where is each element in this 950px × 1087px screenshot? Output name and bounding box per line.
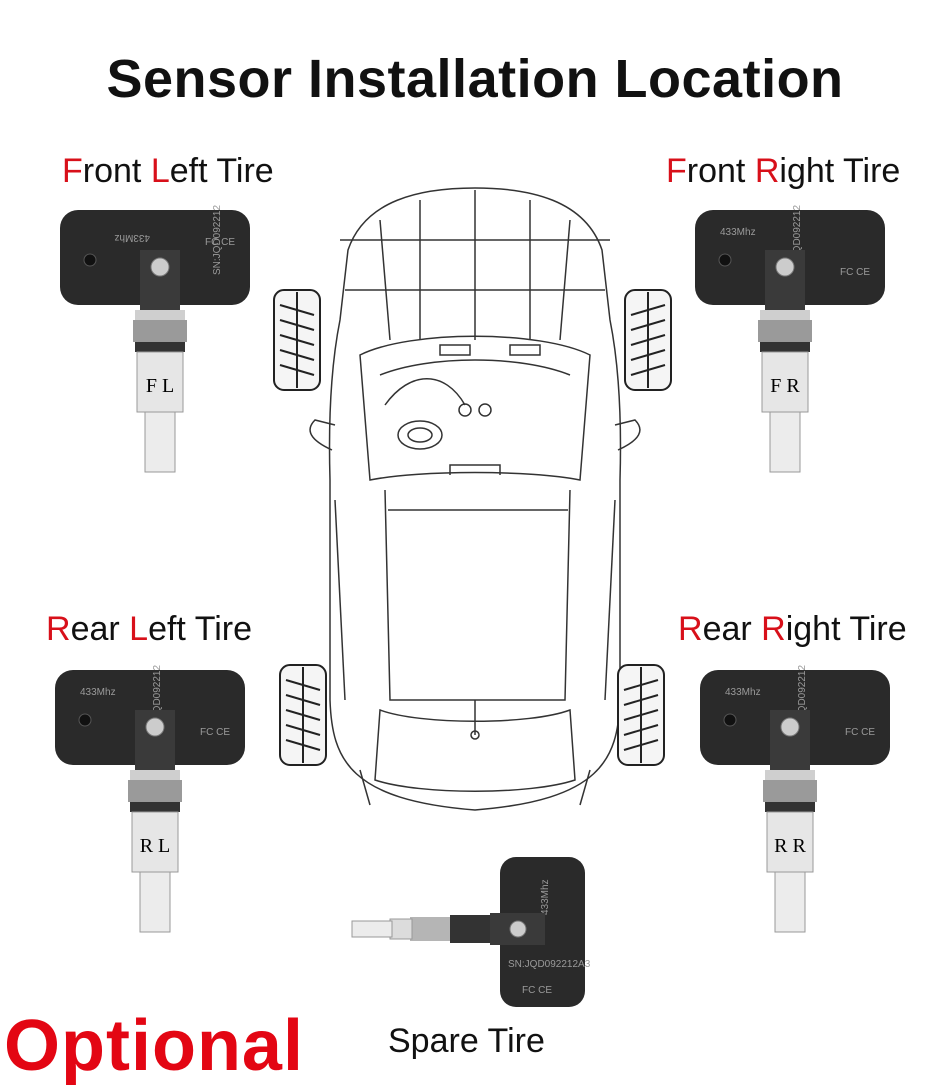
rear-right-sensor: 433Mhz SN:JQD092212A3V FC CE R R [700,665,890,933]
optional-label: Optional [4,1006,304,1086]
front-right-label-h1: F [666,152,687,190]
fr-serial-text: SN:JQD092212A3V [792,205,803,275]
fl-serial-text: SN:JQD092212A3V [212,205,223,275]
fr-valve-code: F R [770,375,800,397]
spare-serial-text: SN:JQD092212A3V [508,959,590,970]
rr-valve-code: R R [774,835,806,857]
spare-tire-label: Spare Tire [388,1022,545,1060]
rear-right-label-h1: R [678,610,703,648]
rl-valve-code: R L [140,835,171,857]
page-title: Sensor Installation Location [106,49,844,109]
rear-left-sensor: 433Mhz SN:JQD092212A3V FC CE R L [55,665,245,933]
car-tires [273,289,672,766]
front-right-label-t1: ront [686,152,755,190]
rl-frequency-text: 433Mhz [80,687,116,698]
rear-right-label-h2: R [761,610,786,648]
fr-marks-text: FC CE [840,267,870,278]
tire-rear-right [617,664,665,766]
front-right-label: Front Right Tire [666,152,900,191]
rl-marks-text: FC CE [200,727,230,738]
fl-valve-code: F L [146,375,174,397]
front-right-label-t2: ight Tire [779,152,901,190]
rear-right-label: Rear Right Tire [678,610,907,649]
fl-frequency-text: 433Mhz [114,232,150,243]
rr-frequency-text: 433Mhz [725,687,761,698]
front-left-label-h2: L [150,152,170,190]
front-left-label-t2: eft Tire [169,152,274,190]
front-left-label-h1: F [62,152,83,190]
rear-left-label-t1: ear [70,610,130,648]
fr-frequency-text: 433Mhz [720,227,756,238]
rear-left-label-h2: L [129,610,149,648]
rl-serial-text: SN:JQD092212A3V [152,665,163,735]
spare-sensor: 433Mhz SN:JQD092212A3V FC CE [351,857,590,1007]
front-left-label: Front Left Tire [62,152,274,191]
tire-rear-left [279,664,327,766]
rear-left-label: Rear Left Tire [46,610,252,649]
front-right-label-h2: R [754,152,780,190]
tire-front-left [273,289,321,391]
tire-front-right [624,289,672,391]
front-left-label-t1: ront [82,152,151,190]
spare-marks-text: FC CE [522,985,552,996]
rr-marks-text: FC CE [845,727,875,738]
rear-left-label-h1: R [46,610,71,648]
rear-right-label-t1: ear [702,610,762,648]
rr-serial-text: SN:JQD092212A3V [797,665,808,735]
front-left-sensor: 433Mhz SN:JQD092212A3V FC CE F L [60,205,250,473]
car-outline-illustration [273,187,672,811]
spare-frequency-text: 433Mhz [540,879,551,915]
front-right-sensor: 433Mhz SN:JQD092212A3V FC CE F R [695,205,885,473]
rear-left-label-t2: eft Tire [148,610,253,648]
rear-right-label-t2: ight Tire [785,610,907,648]
fl-marks-text: FC CE [205,237,235,248]
